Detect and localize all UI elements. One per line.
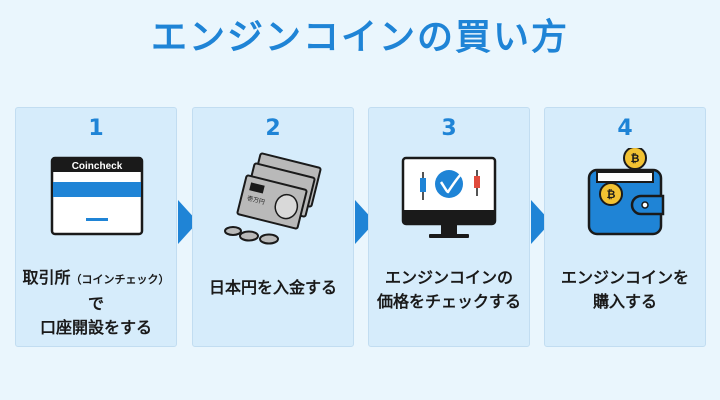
step-number: 1: [88, 116, 104, 141]
step-label: エンジンコインの 価格をチェックする: [376, 268, 521, 311]
arrow-right-icon: [355, 200, 375, 244]
step-number: 4: [617, 116, 633, 141]
step-card-4: 4 ₿ ₿ エンジンコインを 購入する: [544, 107, 706, 347]
step-number: 2: [265, 116, 281, 141]
svg-text:₿: ₿: [607, 189, 616, 201]
step-card-3: 3 エンジンコインの 価格をチェックする: [368, 107, 530, 347]
banknotes-coins-icon: 壱万円: [193, 148, 353, 258]
arrow-right-icon: [178, 200, 198, 244]
credit-card-icon: Coincheck: [16, 148, 176, 258]
chart-monitor-icon: [369, 148, 529, 258]
wallet-coins-icon: ₿ ₿: [545, 146, 705, 258]
step-label: 日本円を入金する: [208, 278, 337, 297]
svg-text:₿: ₿: [631, 153, 640, 165]
step-card-1: 1 Coincheck 取引所（コインチェック）で 口座開設をする: [15, 107, 177, 347]
step-label: 取引所（コインチェック）で 口座開設をする: [22, 268, 170, 337]
step-card-2: 2 壱万円 日本円を入金する: [192, 107, 354, 347]
arrow-right-icon: [531, 200, 551, 244]
card-brand: Coincheck: [72, 161, 123, 172]
page-title: エンジンコインの買い方: [150, 17, 569, 58]
step-number: 3: [441, 116, 457, 141]
step-label: エンジンコインを 購入する: [560, 268, 689, 311]
